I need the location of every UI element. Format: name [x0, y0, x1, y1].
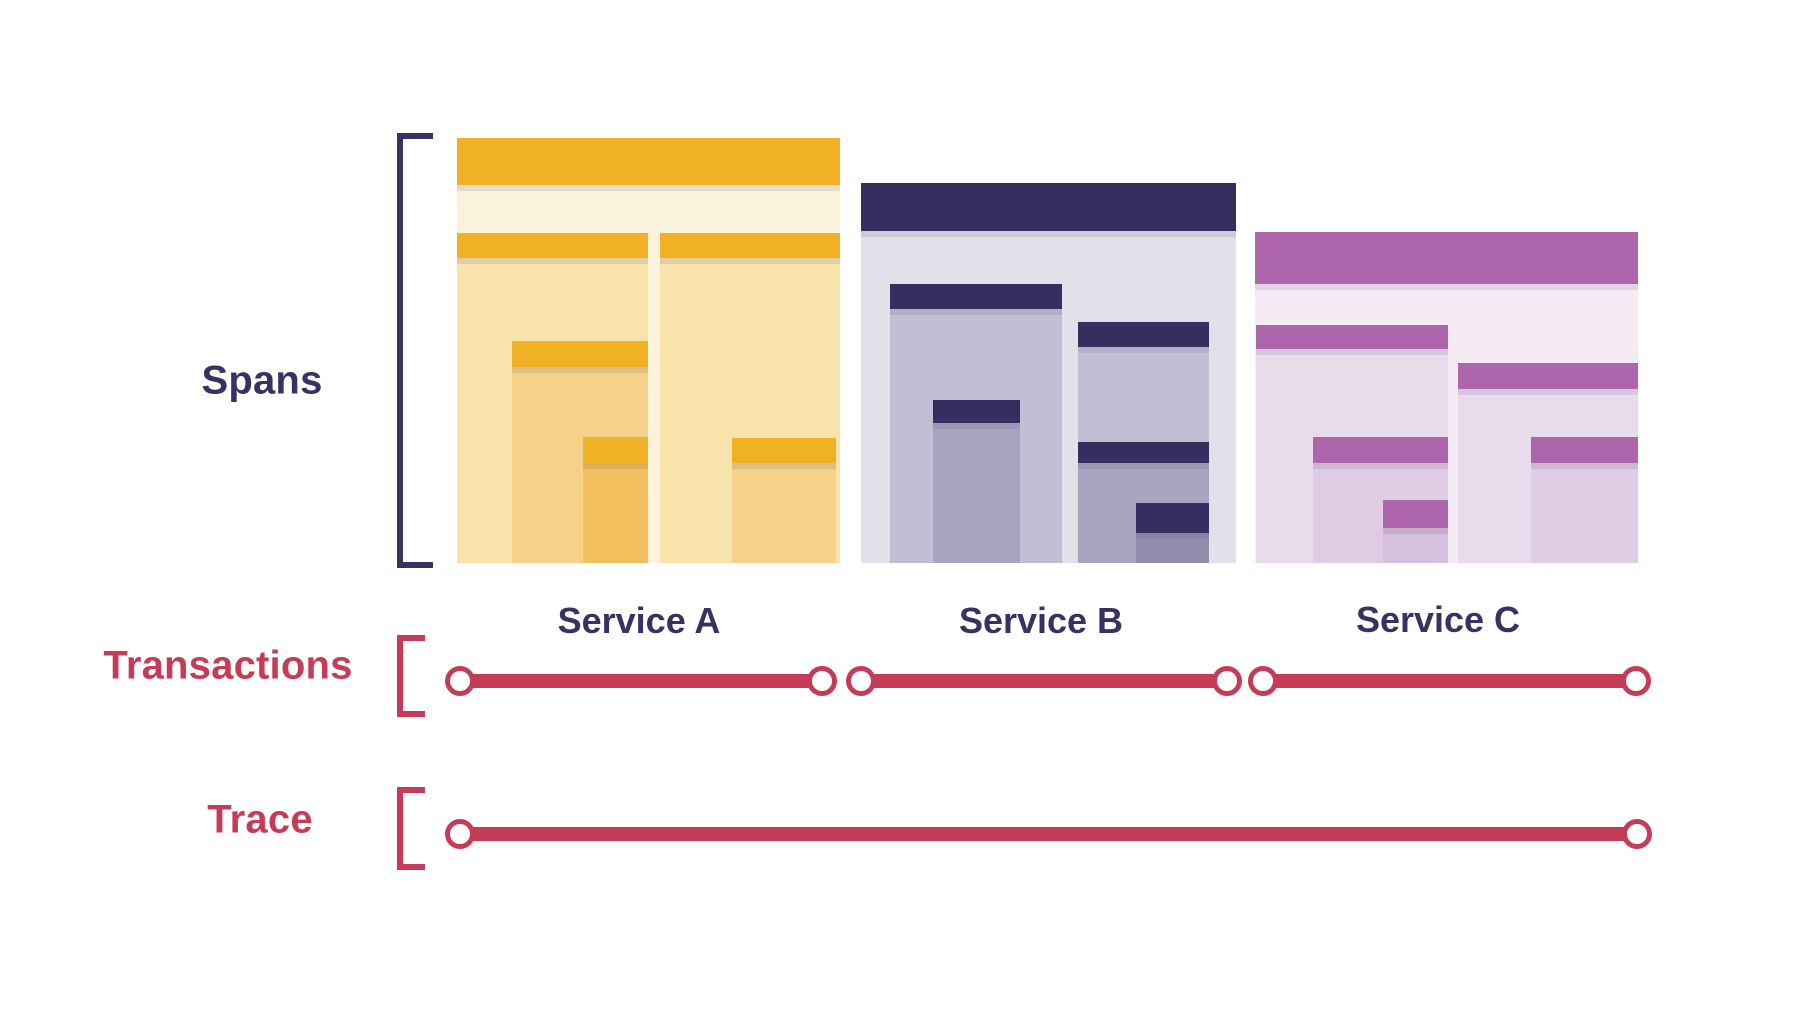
trace-label: Trace	[207, 797, 313, 842]
span-body	[1531, 463, 1638, 563]
span-bar	[933, 400, 1020, 423]
span-bar	[1078, 442, 1209, 463]
span-bar	[457, 233, 648, 258]
trace-line	[460, 827, 1637, 841]
span-bar	[1313, 437, 1448, 463]
transaction-endpoint-circle	[1621, 666, 1651, 696]
transaction-line	[1263, 674, 1636, 688]
span-body	[933, 423, 1020, 563]
transactions-bracket	[397, 635, 425, 717]
service-label: Service C	[1355, 599, 1521, 640]
root-span-bar	[861, 183, 1236, 231]
span-bar	[1136, 503, 1209, 533]
service-label: Service B	[958, 600, 1124, 641]
span-bar	[1383, 500, 1448, 528]
transaction-line	[460, 674, 822, 688]
span-bar	[583, 437, 648, 463]
span-body	[732, 463, 836, 563]
span-body	[1383, 528, 1448, 563]
spans-bracket	[397, 133, 433, 568]
transaction-endpoint-circle	[1248, 666, 1278, 696]
spans-label: Spans	[201, 358, 323, 403]
transaction-line	[861, 674, 1227, 688]
trace-endpoint-circle	[1622, 819, 1652, 849]
span-bar	[1531, 437, 1638, 463]
span-bar	[1458, 363, 1638, 389]
transactions-label: Transactions	[103, 643, 353, 688]
root-span-bar	[1255, 232, 1638, 284]
transaction-endpoint-circle	[445, 666, 475, 696]
span-bar	[1078, 322, 1209, 347]
service-label: Service A	[557, 600, 721, 641]
transaction-endpoint-circle	[807, 666, 837, 696]
trace-endpoint-circle	[445, 819, 475, 849]
transaction-endpoint-circle	[1212, 666, 1242, 696]
span-body	[1136, 533, 1209, 563]
root-span-bar	[457, 138, 840, 185]
transaction-endpoint-circle	[846, 666, 876, 696]
span-bar	[732, 438, 836, 463]
span-body	[583, 463, 648, 563]
trace-bracket	[397, 787, 425, 870]
span-bar	[512, 341, 648, 367]
span-bar	[890, 284, 1062, 309]
span-bar	[660, 233, 840, 258]
span-bar	[1256, 325, 1448, 349]
